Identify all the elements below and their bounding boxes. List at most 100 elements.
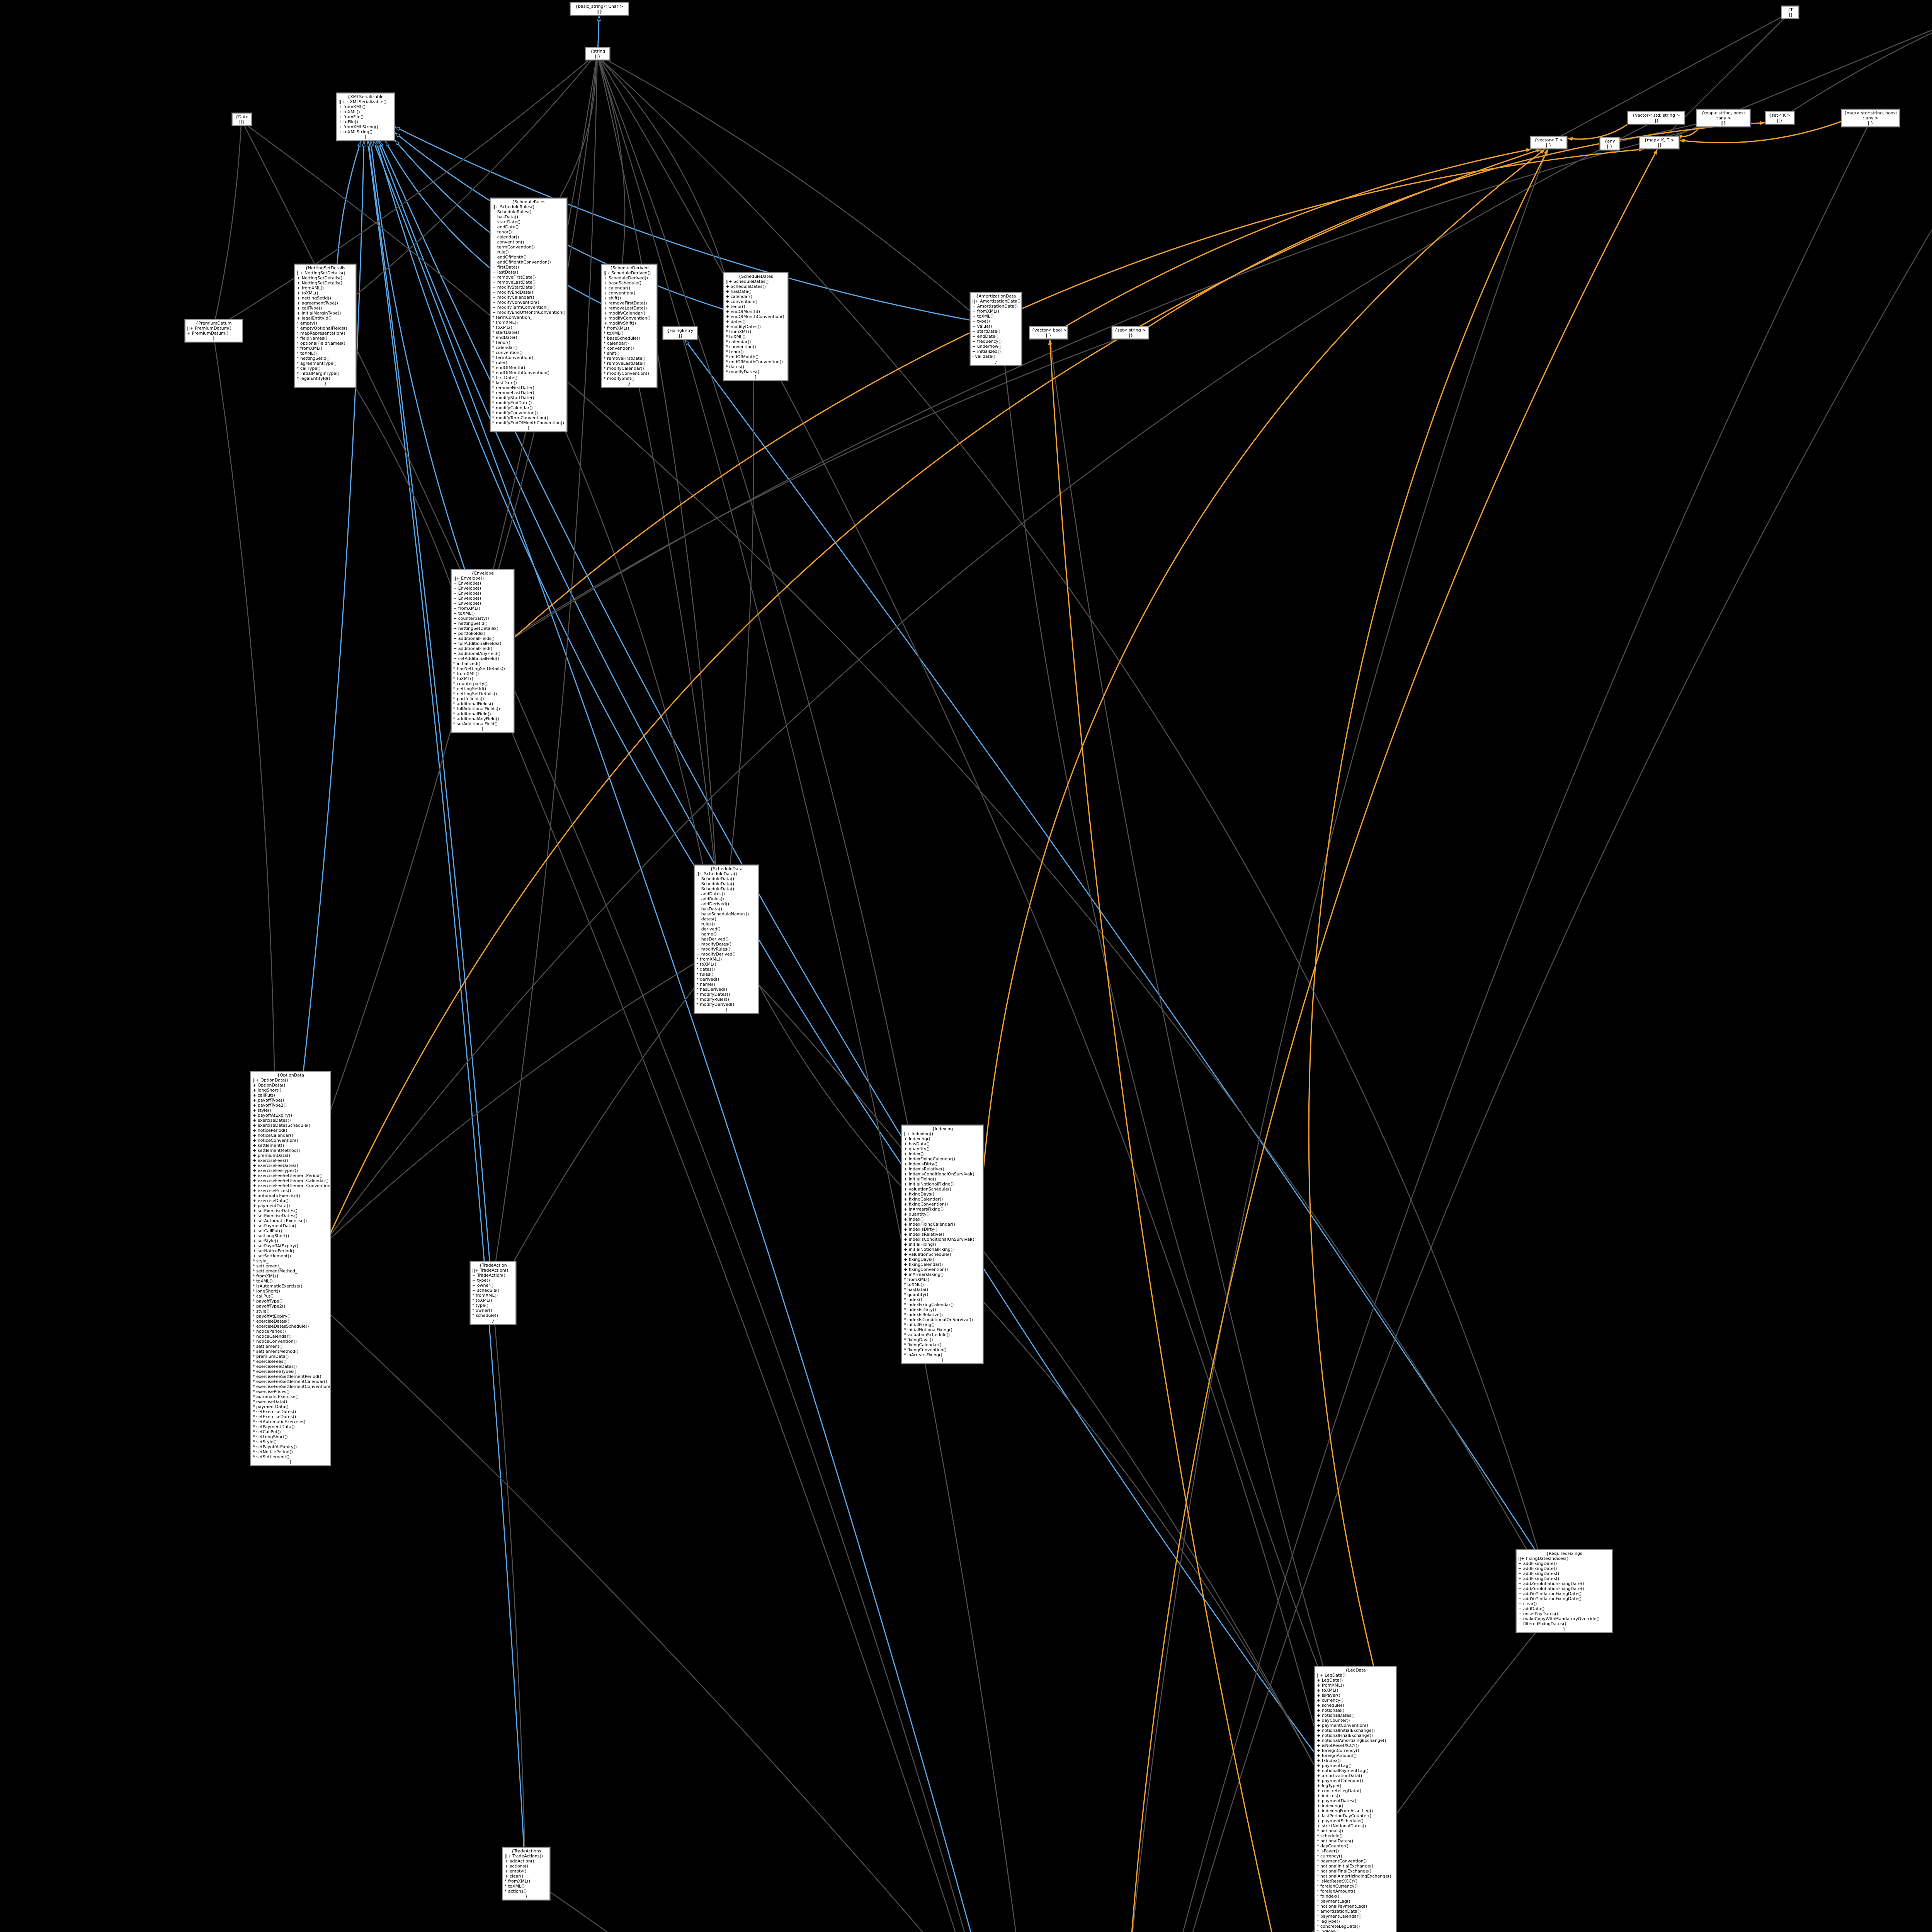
edge-requiredfixings-string: [601, 60, 1538, 1549]
edge-optiondata-scheduledata: [331, 963, 694, 1238]
class-title: {ScheduleDerived: [610, 265, 649, 270]
class-node-string[interactable]: {string||}: [585, 47, 611, 61]
member-line: * notionalDates(): [1317, 1838, 1354, 1844]
member-line: * removeLastDate(): [604, 361, 646, 366]
edge-optiondata-premiumdatum: [214, 342, 274, 1071]
member-line: + setStyle(): [253, 1238, 278, 1243]
edge-requiredfixings-date: [247, 125, 1527, 1549]
member-line: * endOfMonthConvention(): [492, 370, 550, 375]
member-line: + index(): [904, 1217, 924, 1222]
class-node-requiredfixings[interactable]: {RequiredFixings||+ fixingDatesIndices()…: [1515, 1549, 1613, 1633]
member-line: + calendar(): [726, 294, 753, 299]
member-line: + inArrearsFixing(): [904, 1207, 944, 1212]
edge-nettingsetdetails-string: [356, 60, 592, 295]
class-title: {Date: [235, 114, 248, 119]
class-node-optiondata[interactable]: {OptionData||+ OptionData()+ OptionData(…: [250, 1071, 334, 1466]
class-node-xmlserializable[interactable]: {XMLSerializable||+ ~XMLSerializable()+ …: [336, 92, 395, 141]
member-line: + modifyTermConvention(): [492, 305, 550, 310]
member-line: + hasData(): [696, 906, 723, 912]
member-line: * modifyStartDate(): [492, 395, 534, 400]
class-node-nettingsetdetails[interactable]: {NettingSetDetails||+ NettingSetDetails(…: [294, 264, 357, 388]
member-line: + payoffType2(): [253, 1103, 287, 1108]
member-line: + addData(): [1518, 1606, 1545, 1611]
member-line: + paymentData(): [253, 1203, 290, 1208]
class-node-any[interactable]: {any||}: [1599, 137, 1620, 151]
member-line: + exerciseFeeDates(): [253, 1163, 298, 1168]
member-line: * removeLastDate(): [492, 390, 534, 395]
member-line: + actions(): [505, 1864, 528, 1869]
class-node-mapstdstringany[interactable]: {map< std::string, boost::any >||}: [1841, 109, 1900, 128]
member-line: * indices(): [1317, 1929, 1339, 1932]
edge-schedulederived-string: [598, 60, 626, 264]
class-node-premiumdatum[interactable]: {PremiumDatum||+ PremiumDatum()+ Premium…: [184, 319, 243, 343]
member-line: + fromXML(): [453, 606, 481, 611]
edge-scheduledates-string: [601, 60, 724, 272]
class-title: {set< K >: [1769, 113, 1791, 118]
member-line: + modifyShift(): [604, 321, 636, 326]
class-node-mapkt[interactable]: {map< K, T >||}: [1639, 136, 1680, 150]
class-title: {Envelope: [471, 571, 494, 576]
member-line: + counterparty(): [453, 616, 489, 621]
class-node-schedulerules[interactable]: {ScheduleRules||+ ScheduleRules()+ Sched…: [490, 197, 568, 432]
class-node-schedulederived[interactable]: {ScheduleDerived||+ ScheduleDerived()+ S…: [601, 264, 658, 388]
class-node-mapstringany[interactable]: {map< string, boost::any >||}: [1696, 109, 1751, 128]
member-line: * paymentData(): [253, 1404, 289, 1409]
member-line: * toXML(): [297, 351, 317, 356]
member-line: + baseSchedule(): [604, 281, 642, 286]
member-line: * notionalFinalExchange(): [1317, 1869, 1372, 1874]
class-node-envelope[interactable]: {Envelope||+ Envelope()+ Envelope()+ Env…: [451, 569, 515, 733]
class-node-tradeaction[interactable]: {TradeAction||+ TradeAction()+ TradeActi…: [469, 1261, 517, 1325]
member-line: * noticeConvention(): [253, 1339, 297, 1344]
member-line: + ScheduleData(): [696, 886, 735, 891]
class-node-vectorbool[interactable]: {vector< bool >||}: [1029, 326, 1068, 340]
member-line: * exerciseFeeSettlementCalendar(): [253, 1379, 327, 1384]
class-node-date[interactable]: {Date||}: [231, 112, 252, 126]
edge-envelope-mapstringany: [514, 126, 1702, 638]
member-line: + concreteLegData(): [1317, 1788, 1362, 1793]
member-line: * style_: [253, 1259, 269, 1264]
class-node-amortizationdata[interactable]: {AmortizationData||+ AmortizationData()+…: [969, 292, 1022, 366]
member-line: ||+ ScheduleRules(): [492, 204, 534, 209]
class-node-fixingentry[interactable]: {FixingEntry||}: [662, 326, 698, 340]
member-line: + tenor(): [726, 304, 745, 309]
member-line: + currency(): [1317, 1698, 1344, 1703]
class-node-scheduledates[interactable]: {ScheduleDates||+ ScheduleDates()+ Sched…: [723, 272, 789, 381]
class-title: {vector< T >: [1534, 138, 1563, 143]
member-line: + style(): [253, 1108, 271, 1113]
member-line: + isNotResetXCCY(): [1317, 1743, 1359, 1748]
member-line: * rules(): [696, 972, 714, 977]
edge-indexing-vectort: [983, 148, 1546, 1170]
edge-swaption-optiondata: [330, 1314, 923, 1932]
member-line: + indexIsRelative(): [904, 1167, 944, 1172]
member-line: * fromXML(): [453, 671, 479, 676]
edge-tradeaction-scheduledata: [514, 988, 695, 1261]
member-line: + hasDerived(): [696, 937, 729, 942]
class-node-legdata[interactable]: {LegData||+ LegData()+ LegData()+ fromXM…: [1314, 1666, 1397, 1932]
member-line: + removeLastDate(): [604, 306, 647, 311]
member-line: * additionalAnyField(): [453, 716, 499, 721]
member-line: * payoffType2(): [253, 1304, 286, 1309]
class-node-setstring[interactable]: {set< string >||}: [1111, 326, 1149, 340]
class-node-indexing[interactable]: {Indexing||+ Indexing()+ Indexing()+ has…: [901, 1124, 984, 1364]
class-title: {Indexing: [932, 1126, 953, 1131]
member-line: + schedule(): [472, 1288, 500, 1293]
member-line: + noticeConvention(): [253, 1138, 298, 1143]
member-line: * setPayoffAtExpiry(): [253, 1444, 297, 1449]
member-line: * removeFirstDate(): [604, 356, 646, 361]
member-line: + fromFile(): [338, 114, 364, 119]
class-title: ::any >: [1862, 116, 1879, 121]
class-box-footer: }: [527, 425, 530, 430]
member-line: + firstDate(): [492, 265, 519, 270]
class-node-setk[interactable]: {set< K >||}: [1765, 111, 1795, 125]
class-title: {vector< std::string >: [1632, 113, 1680, 118]
class-node-t[interactable]: {T||}: [1781, 5, 1799, 19]
class-node-basicstring[interactable]: {basic_string< Char >||}: [570, 2, 629, 16]
class-node-vectort[interactable]: {vector< T >||}: [1530, 136, 1568, 150]
member-line: * fromXML(): [604, 326, 629, 331]
class-node-vectorstdstring[interactable]: {vector< std::string >||}: [1627, 111, 1685, 125]
class-node-scheduledata[interactable]: {ScheduleData||+ ScheduleData()+ Schedul…: [694, 864, 759, 1014]
member-line: * foreignCurrency(): [1317, 1884, 1358, 1889]
class-title: {XMLSerializable: [347, 94, 384, 99]
member-line: + convention(): [604, 291, 636, 296]
class-node-tradeactions[interactable]: {TradeActions||+ TradeActions()+ addActi…: [502, 1847, 551, 1901]
